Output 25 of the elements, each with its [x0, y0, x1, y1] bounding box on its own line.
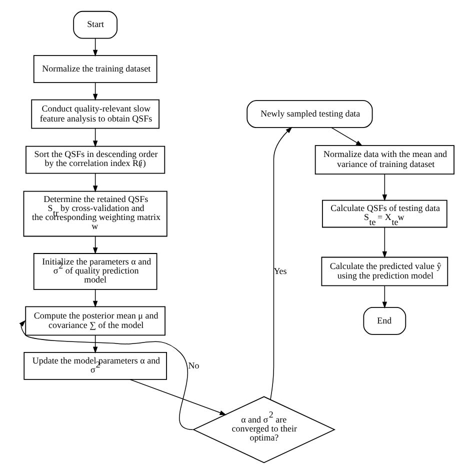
arrow	[92, 236, 98, 254]
node-box: Compute the posterior mean μ and covariance ∑ of the model	[24, 306, 165, 336]
node-box: Normalize data with the mean and variance of training dataset	[314, 145, 454, 174]
arrow	[330, 127, 362, 146]
arrow	[92, 82, 98, 101]
node-box: Sort the QSFs in descending order by the correlation index R(i)	[25, 146, 165, 174]
edge-label: No	[188, 360, 199, 370]
arrow	[18, 320, 193, 430]
arrow	[92, 128, 98, 148]
node-box: Calculate the predicted value ŷ using the prediction model	[320, 256, 448, 286]
arrow	[382, 226, 387, 258]
node-box: Start	[72, 10, 118, 39]
arrow	[92, 289, 98, 308]
arrow	[270, 126, 292, 400]
arrow	[92, 38, 98, 57]
arrow	[382, 174, 387, 202]
arrow	[129, 379, 226, 416]
node-box: Newly sampled testing data	[246, 100, 372, 128]
edge-label: Yes	[273, 266, 286, 276]
arrow	[92, 334, 98, 354]
arrow	[382, 285, 387, 309]
node-box: Normalize the training dataset	[32, 55, 157, 84]
node-box: End	[362, 307, 406, 335]
node-box: Conduct quality-relevant slow feature analysis to obtain QSFs	[30, 99, 159, 129]
arrow	[92, 173, 98, 192]
